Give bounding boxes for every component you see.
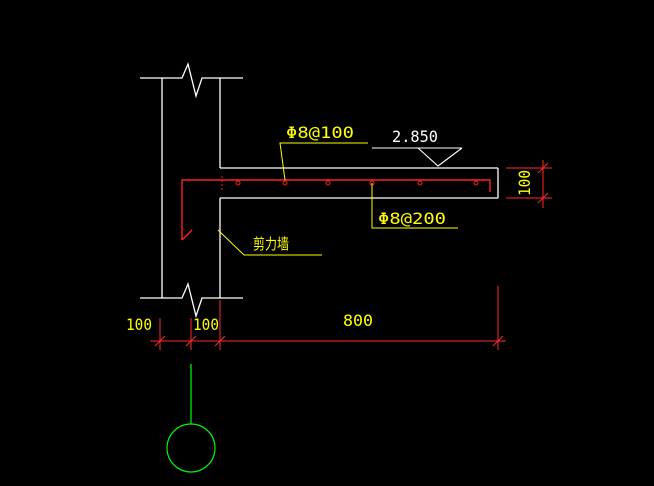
top-rebar bbox=[181, 179, 491, 241]
thickness-tick-bottom bbox=[537, 192, 549, 204]
top-bar-leader bbox=[279, 142, 368, 181]
wall-bottom-break-line bbox=[140, 281, 243, 319]
top-bar-spec-label: Φ8@100 bbox=[286, 123, 354, 142]
elevation-label: 2.850 bbox=[392, 127, 438, 146]
rebar-dot bbox=[235, 180, 241, 186]
wall-thickness-dimension-label: 100 bbox=[193, 315, 219, 334]
bottom-bar-leader bbox=[371, 183, 458, 229]
axis-bubble bbox=[166, 423, 216, 473]
elevation-triangle bbox=[417, 147, 463, 167]
cantilever-slab bbox=[220, 167, 499, 199]
leader-lines bbox=[217, 142, 458, 256]
axis-marker bbox=[166, 364, 216, 473]
left-offset-dimension-label: 100 bbox=[126, 315, 152, 334]
bottom-bar-spec-label: Φ8@200 bbox=[378, 209, 446, 228]
rebar-dot bbox=[417, 180, 423, 186]
rebar-dot bbox=[473, 180, 479, 186]
wall-label: 剪力墙 bbox=[253, 235, 289, 253]
dim-tick-3 bbox=[214, 335, 226, 347]
slab-thickness-dimension bbox=[506, 160, 552, 208]
distribution-bars bbox=[235, 180, 479, 186]
wall-leader bbox=[217, 229, 322, 256]
shear-wall bbox=[140, 61, 243, 319]
rebar-dot bbox=[282, 180, 288, 186]
wall-top-break-line bbox=[140, 61, 243, 99]
dim-tick-4 bbox=[492, 335, 504, 347]
dim-tick-2 bbox=[185, 335, 197, 347]
rebar-dot bbox=[325, 180, 331, 186]
cantilever-length-dimension-label: 800 bbox=[343, 311, 373, 330]
top-rebar-hook bbox=[181, 229, 193, 241]
horizontal-dimension-chain bbox=[150, 286, 506, 350]
slab-thickness-label: 100 bbox=[515, 170, 534, 196]
top-rebar-line bbox=[181, 179, 491, 240]
elevation-marker bbox=[372, 147, 463, 167]
dim-tick-1 bbox=[154, 335, 166, 347]
thickness-tick-top bbox=[537, 162, 549, 174]
